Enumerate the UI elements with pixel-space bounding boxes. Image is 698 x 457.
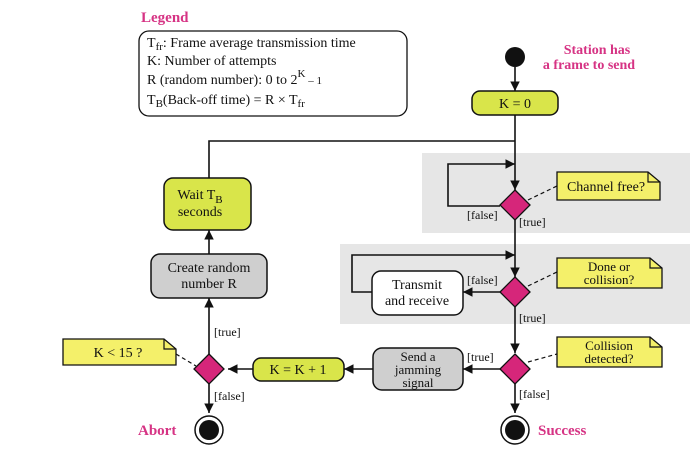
success-end-core — [505, 420, 525, 440]
start-label-line1: Station has — [564, 43, 631, 58]
channel-free-decision — [499, 189, 531, 221]
legend-r: R (random number): 0 to 2K – 1 — [147, 68, 322, 88]
legend-tb: TB(Back-off time) = R × Tfr — [147, 93, 305, 110]
start-label-line2: a frame to send — [543, 58, 635, 73]
wait-label-line2: seconds — [178, 205, 222, 220]
k-increment-action — [252, 357, 345, 382]
channel-note-text: Channel free? — [567, 180, 645, 195]
abort-end-core — [199, 420, 219, 440]
guard-done-false: [false] — [467, 273, 498, 287]
jam-label-line1: Send a — [400, 349, 435, 364]
done-collision-decision — [499, 276, 531, 308]
transmit-label-line1: Transmit — [392, 278, 442, 293]
success-label: Success — [538, 423, 586, 439]
k-increment-label: K = K + 1 — [269, 363, 326, 378]
start-node — [505, 47, 525, 67]
guard-done-true: [true] — [519, 311, 546, 325]
note-link-done — [527, 271, 558, 287]
klt-note-fold — [163, 339, 176, 350]
note-link-channel — [527, 185, 558, 201]
guard-klimit-false: [false] — [214, 389, 245, 403]
legend-title: Legend — [141, 10, 189, 26]
edge-channel-false-loop — [447, 159, 515, 207]
transmit-label-line2: and receive — [385, 294, 449, 309]
done-note-fold — [649, 258, 662, 269]
legend-tfr: Tfr: Frame average transmission time — [147, 36, 356, 53]
jam-label-line2: jamming — [394, 362, 442, 377]
k-limit-note-text: K < 15 ? — [94, 346, 143, 361]
jam-label-line3: signal — [402, 375, 433, 390]
k-zero-label: K = 0 — [499, 97, 531, 112]
channel-free-note — [556, 171, 661, 201]
collision-detected-decision — [499, 353, 531, 385]
guard-channel-true: [true] — [519, 215, 546, 229]
done-note-line2: collision? — [584, 272, 635, 287]
collision-note-fold — [649, 337, 662, 348]
guard-collision-false: [false] — [519, 387, 550, 401]
k-limit-decision — [193, 353, 225, 385]
edge-wait-loop — [208, 140, 515, 178]
guard-klimit-true: [true] — [214, 325, 241, 339]
legend-k: K: Number of attempts — [147, 54, 276, 69]
done-collision-note — [556, 257, 663, 289]
transmit-action — [371, 270, 464, 316]
create-random-action — [150, 253, 268, 299]
k-zero-action — [471, 90, 559, 116]
create-label-line1: Create random — [168, 261, 251, 276]
k-limit-note — [62, 338, 177, 366]
jam-action — [372, 347, 464, 391]
note-link-collision — [527, 353, 558, 363]
channel-note-fold — [647, 172, 660, 183]
guard-collision-true: [true] — [467, 350, 494, 364]
done-note-line1: Done or — [588, 259, 631, 274]
collision-detected-note — [556, 336, 663, 368]
collision-note-line1: Collision — [585, 338, 633, 353]
edge-transmit-loop — [351, 250, 515, 293]
guard-channel-false: [false] — [467, 208, 498, 222]
collision-note-line2: detected? — [584, 351, 633, 366]
note-link-klt — [175, 353, 197, 367]
create-label-line2: number R — [181, 277, 237, 292]
legend-box — [138, 30, 408, 117]
wait-label-line1: Wait TB — [177, 188, 222, 206]
wait-action — [163, 177, 252, 231]
abort-label: Abort — [138, 423, 176, 439]
